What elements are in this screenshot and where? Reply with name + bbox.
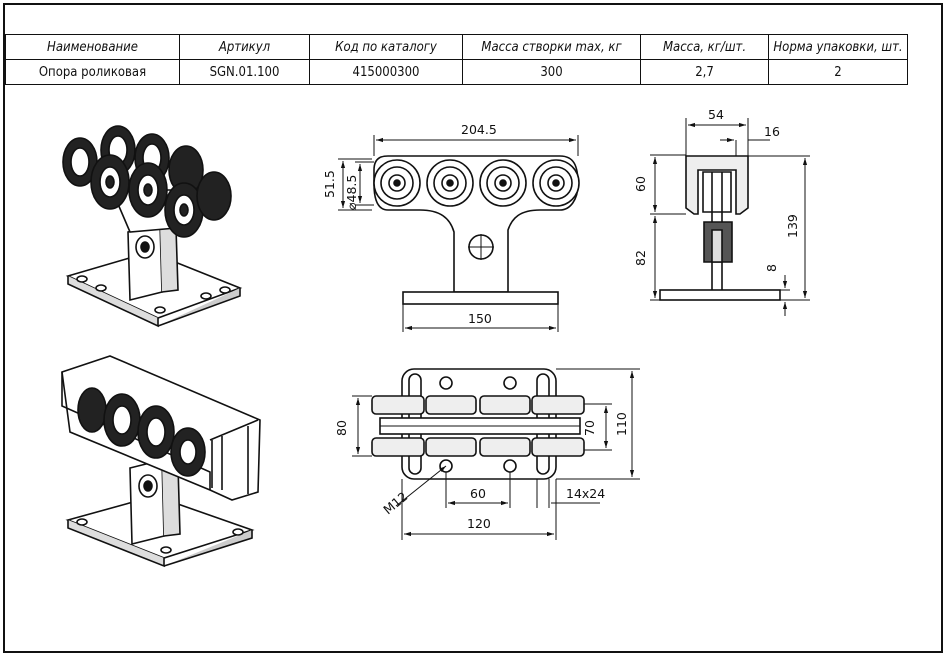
value-article: SGN.01.100 <box>179 59 310 85</box>
dim-front-width: 204.5 <box>461 122 497 137</box>
spec-table: Наименование Артикул Код по каталогу Мас… <box>5 34 908 85</box>
dim-side-plate: 8 <box>764 264 779 272</box>
dim-slot: 14x24 <box>566 486 605 501</box>
spec-header-row: Наименование Артикул Код по каталогу Мас… <box>5 34 908 60</box>
dim-side-top-width: 54 <box>708 107 724 122</box>
dim-base-width: 150 <box>468 311 492 326</box>
iso-view-carriage-in-rail <box>61 355 261 568</box>
dim-side-thickness: 16 <box>764 124 780 139</box>
value-catalog-code: 415000300 <box>309 59 463 85</box>
drawing-sheet <box>3 3 943 653</box>
dim-roller-diameter: ⌀48.5 <box>344 175 359 210</box>
dim-plan-total-width: 110 <box>614 412 629 436</box>
dim-thread: M12 <box>380 489 410 518</box>
value-max-gate-mass: 300 <box>462 59 641 85</box>
dim-base-length: 120 <box>467 516 491 531</box>
dim-hole-spacing: 60 <box>470 486 486 501</box>
header-article: Артикул <box>179 34 310 60</box>
dim-side-lower-height: 82 <box>633 250 648 266</box>
value-unit-mass: 2,7 <box>640 59 769 85</box>
plan-view: 80 70 110 M12 60 14x24 120 <box>334 368 640 540</box>
front-view: 204.5 51.5 ⌀48.5 150 <box>322 122 580 332</box>
value-pack-norm: 2 <box>768 59 908 85</box>
dim-plan-width: 80 <box>334 420 349 436</box>
dim-front-height: 51.5 <box>322 170 337 198</box>
side-view: 54 16 60 82 139 8 <box>633 107 810 316</box>
spec-value-row: Опора роликовая SGN.01.100 415000300 300… <box>5 59 908 85</box>
dim-side-upper-height: 60 <box>633 176 648 192</box>
dim-side-total-height: 139 <box>785 214 800 238</box>
iso-view-carriage <box>62 125 243 328</box>
dim-plan-inner-width: 70 <box>582 420 597 436</box>
